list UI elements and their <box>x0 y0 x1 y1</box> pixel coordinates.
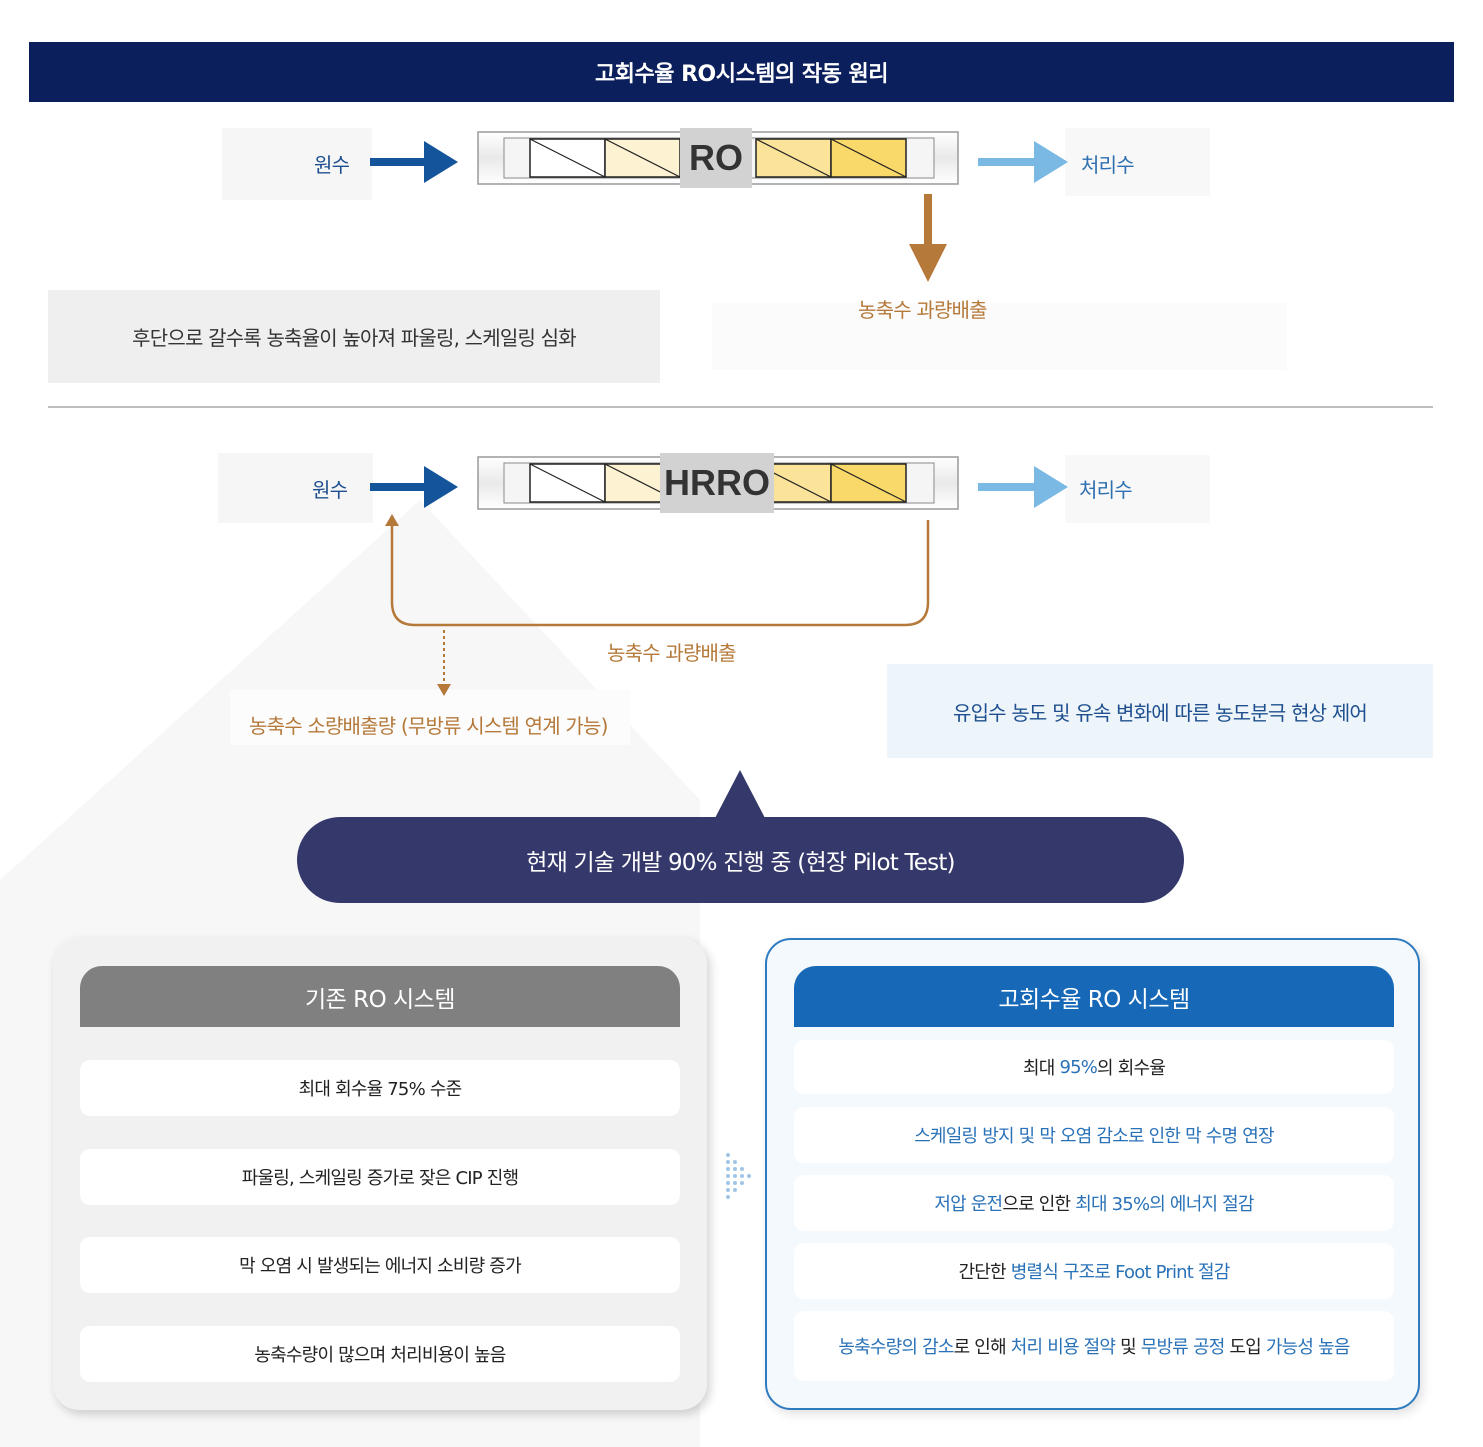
highlight-text: 스케일링 방지 및 막 오염 감소로 인한 막 수명 연장 <box>914 1126 1274 1147</box>
ro-output-label: 처리수 <box>1081 153 1135 177</box>
hrro-input-label: 원수 <box>312 478 348 502</box>
ro-drain-label: 농축수 과량배출 <box>858 298 988 322</box>
ro-membrane-module <box>477 128 959 188</box>
highlight-text: 병렬식 구조로 Foot Print 절감 <box>1010 1262 1231 1283</box>
pill-pointer <box>714 770 766 820</box>
section-divider <box>48 406 1433 408</box>
highlight-text: 처리 비용 절약 <box>1010 1337 1116 1358</box>
new-system-item: 간단한 병렬식 구조로 Foot Print 절감 <box>794 1243 1394 1299</box>
highlight-text: 저압 운전 <box>934 1194 1003 1215</box>
hrro-output-label: 처리수 <box>1079 478 1133 502</box>
ro-input-arrow-icon <box>370 141 458 183</box>
hrro-recirculation-loop <box>385 514 930 696</box>
legacy-item: 농축수량이 많으며 처리비용이 높음 <box>80 1326 680 1382</box>
hrro-output-arrow-icon <box>978 466 1068 508</box>
item-text: 로 인해 <box>953 1337 1011 1358</box>
highlight-text: 가능성 높음 <box>1265 1337 1351 1358</box>
item-text: 도입 <box>1224 1337 1266 1358</box>
highlight-text: 95% <box>1059 1056 1098 1078</box>
ro-output-arrow-icon <box>978 141 1068 183</box>
dotted-arrow-icon <box>726 1153 751 1199</box>
item-text: 및 <box>1115 1337 1141 1358</box>
highlight-text: 최대 35%의 에너지 절감 <box>1075 1194 1254 1215</box>
status-pill: 현재 기술 개발 90% 진행 중 (현장 Pilot Test) <box>297 817 1184 903</box>
hrro-recirculation-label: 농축수 과량배출 <box>607 641 737 665</box>
page-title: 고회수율 RO시스템의 작동 원리 <box>29 42 1454 102</box>
ro-input-label: 원수 <box>314 153 350 177</box>
legacy-item: 파울링, 스케일링 증가로 잦은 CIP 진행 <box>80 1149 680 1205</box>
new-system-header: 고회수율 RO 시스템 <box>794 966 1394 1027</box>
ro-note: 후단으로 갈수록 농축율이 높아져 파울링, 스케일링 심화 <box>48 290 660 383</box>
item-text: 으로 인한 <box>1002 1194 1076 1215</box>
ro-drain-arrow-icon <box>909 194 947 282</box>
item-text: 의 회수율 <box>1097 1058 1166 1079</box>
legacy-item: 막 오염 시 발생되는 에너지 소비량 증가 <box>80 1237 680 1293</box>
hrro-input-arrow-icon <box>370 466 458 508</box>
hrro-drain-label: 농축수 소량배출량 (무방류 시스템 연계 가능) <box>249 714 608 738</box>
new-system-item: 스케일링 방지 및 막 오염 감소로 인한 막 수명 연장 <box>794 1107 1394 1163</box>
item-text: 최대 <box>1022 1058 1060 1079</box>
hrro-note: 유입수 농도 및 유속 변화에 따른 농도분극 현상 제어 <box>887 664 1433 758</box>
ro-module-label: RO <box>689 137 743 178</box>
hrro-membrane-module <box>477 453 959 513</box>
new-system-item: 최대 95%의 회수율 <box>794 1040 1394 1094</box>
legacy-header: 기존 RO 시스템 <box>80 966 680 1027</box>
highlight-text: 무방류 공정 <box>1140 1337 1226 1358</box>
hrro-module-label: HRRO <box>664 462 770 503</box>
item-text: 간단한 <box>958 1262 1011 1283</box>
legacy-item: 최대 회수율 75% 수준 <box>80 1060 680 1116</box>
highlight-text: 농축수량의 감소 <box>838 1337 954 1358</box>
